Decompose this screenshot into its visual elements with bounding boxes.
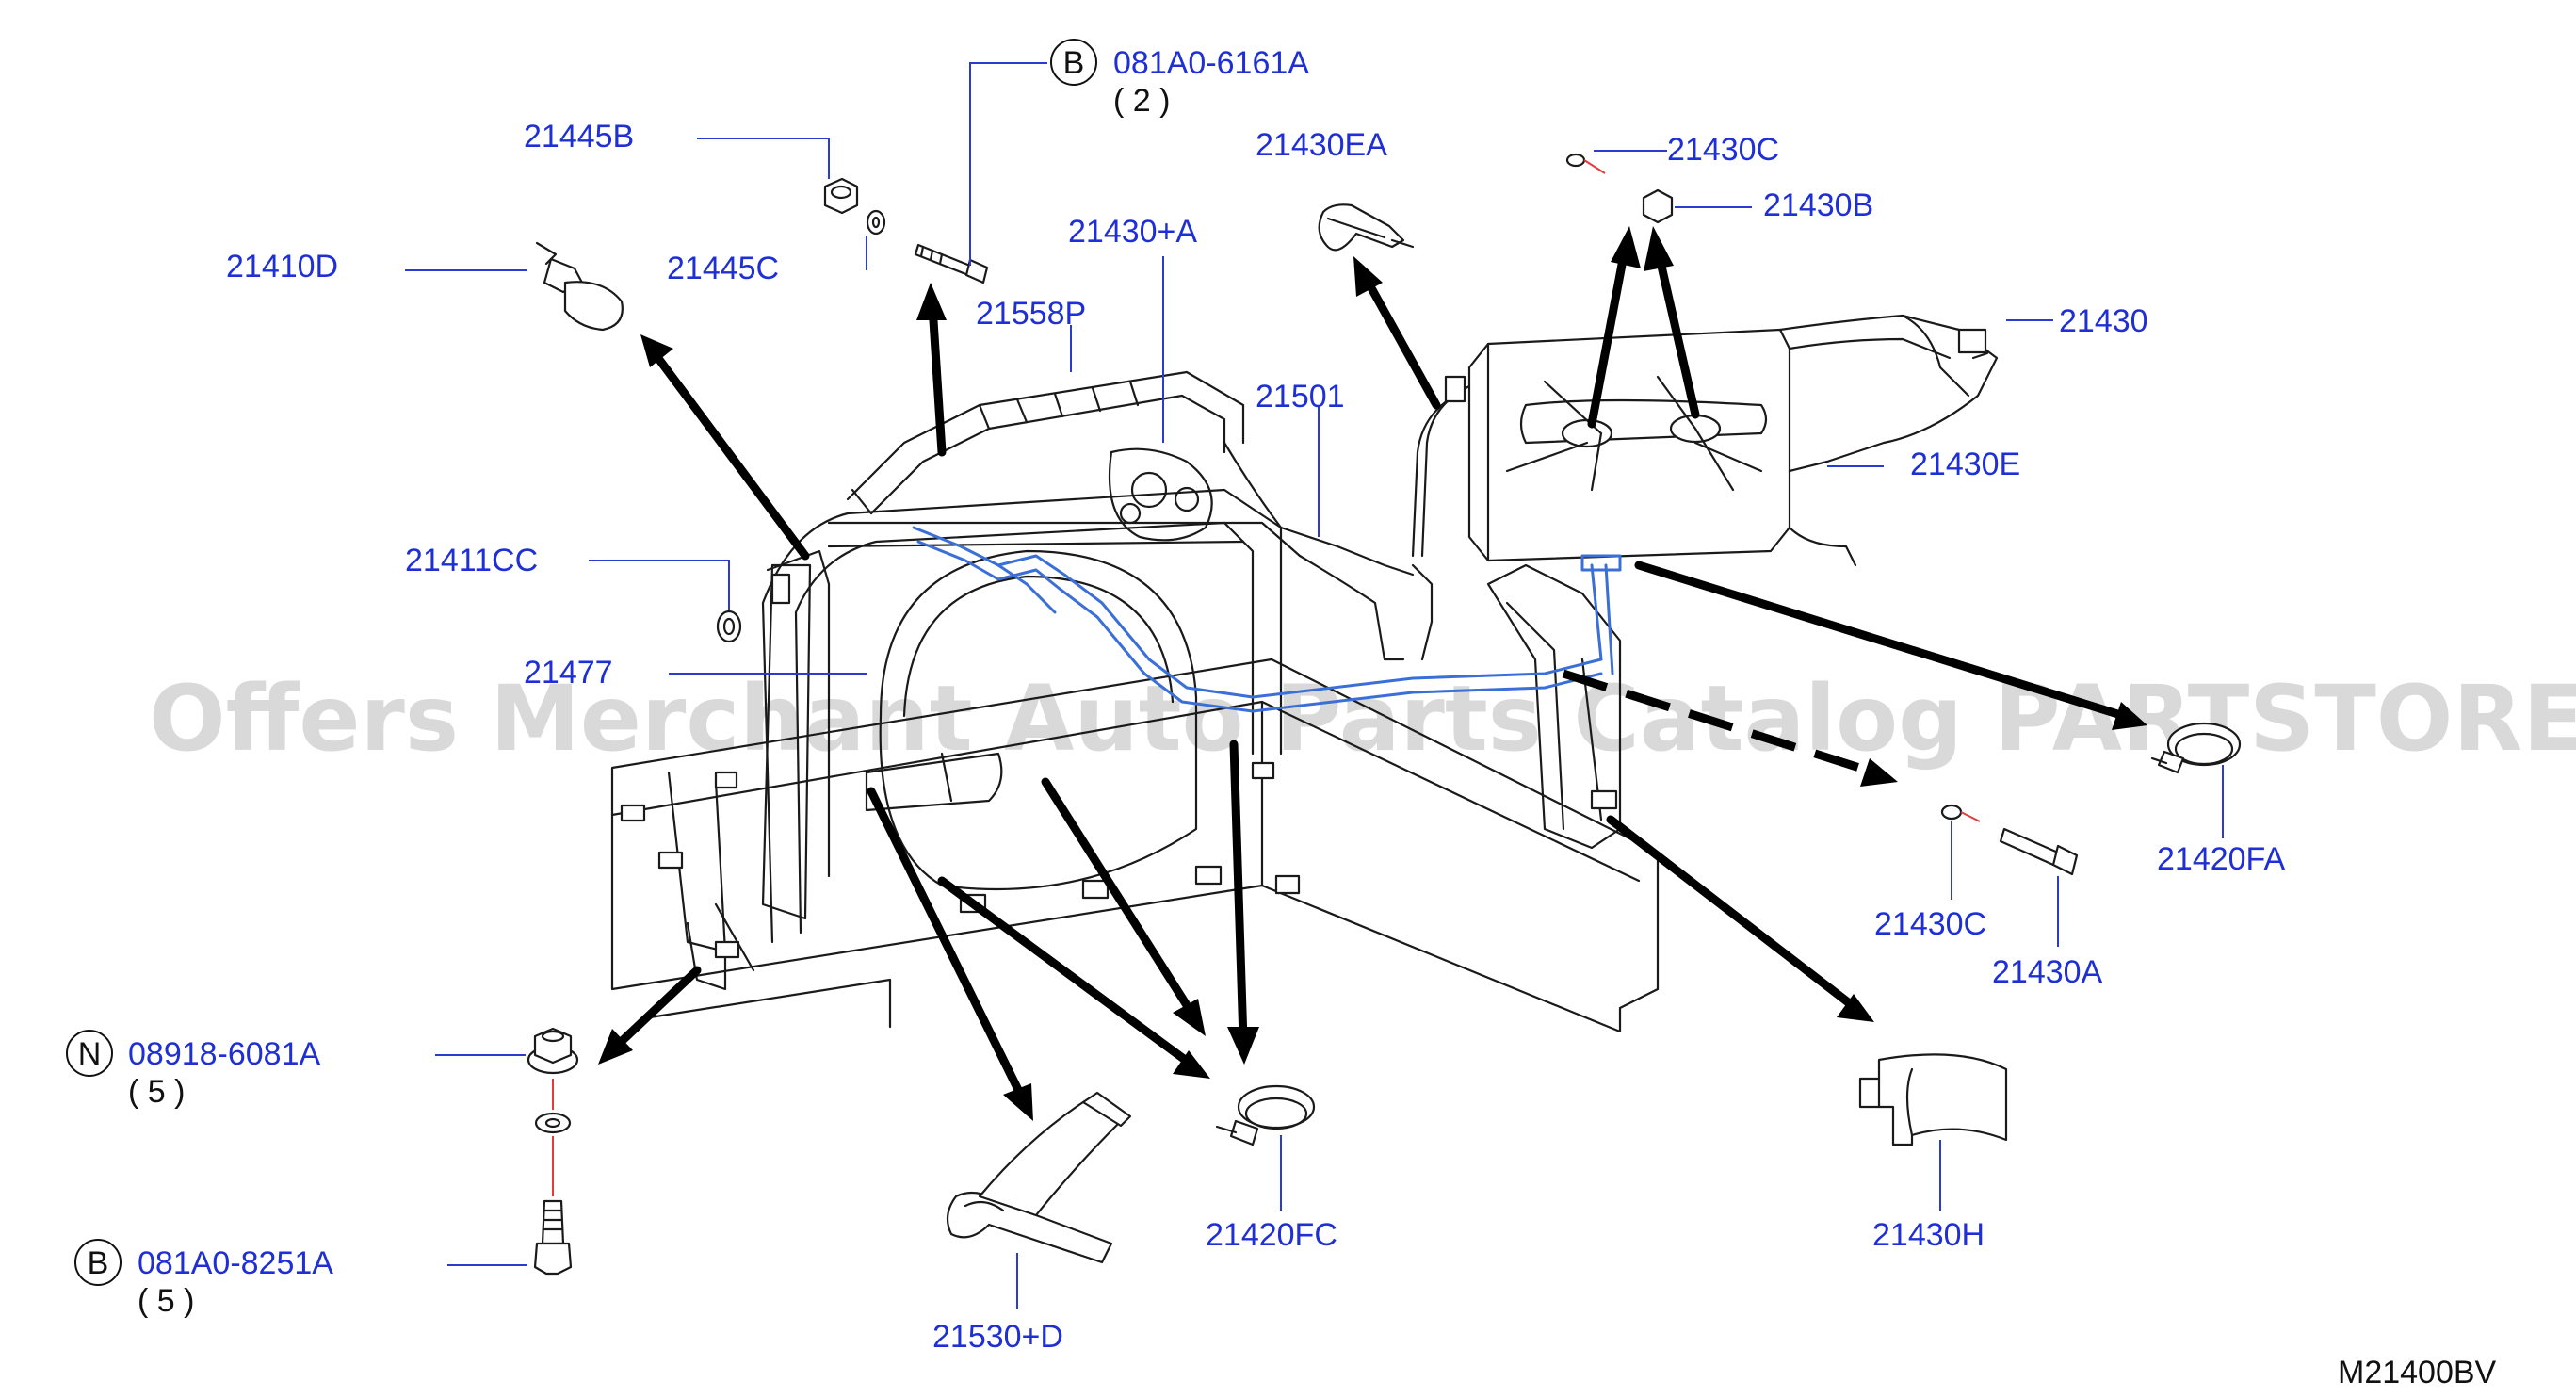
- label-21420fc[interactable]: 21420FC: [1206, 1217, 1337, 1253]
- label-081a0-8251a[interactable]: 081A0-8251A: [138, 1245, 333, 1281]
- callout-081a0-6161a: B 081A0-6161A ( 2 ): [1050, 39, 1309, 119]
- qty-081a0-6161a: ( 2 ): [1113, 83, 1170, 119]
- clip-21410d-drawing: [535, 241, 624, 332]
- badge-n-letter: N: [78, 1036, 102, 1072]
- bolt-081a0-6161a-drawing: [914, 243, 989, 284]
- washer-21430c-bottom-drawing: [1940, 804, 1963, 821]
- callout-081a0-8251a: B 081A0-8251A ( 5 ): [74, 1239, 333, 1319]
- radiator-core-support-drawing: [610, 370, 1660, 1033]
- label-21430c-bottom[interactable]: 21430C: [1874, 906, 1986, 942]
- label-21430c-top[interactable]: 21430C: [1667, 132, 1779, 168]
- callout-08918-6081a: N 08918-6081A ( 5 ): [66, 1030, 321, 1110]
- label-08918-6081a[interactable]: 08918-6081A: [128, 1036, 321, 1072]
- badge-b-top-letter: B: [1063, 45, 1085, 81]
- label-21501[interactable]: 21501: [1256, 379, 1345, 415]
- direction-arrows: [598, 226, 2147, 1121]
- washer-lower-hole: [544, 1117, 561, 1129]
- label-21430[interactable]: 21430: [2059, 303, 2148, 339]
- label-21430h[interactable]: 21430H: [1872, 1217, 1985, 1253]
- label-21430ea[interactable]: 21430EA: [1256, 127, 1387, 163]
- label-21430b[interactable]: 21430B: [1763, 187, 1873, 223]
- badge-b-bottom-letter: B: [88, 1245, 109, 1281]
- clip-band-21430h-drawing: [1858, 1053, 2008, 1146]
- label-21445b[interactable]: 21445B: [524, 119, 634, 154]
- clip-21530pd-drawing: [946, 1091, 1132, 1264]
- label-21430e[interactable]: 21430E: [1910, 447, 2020, 482]
- washer-lower-drawing: [534, 1112, 572, 1134]
- label-21477[interactable]: 21477: [524, 655, 613, 691]
- badge-b-top: [1050, 39, 1097, 86]
- qty-081a0-8251a: ( 5 ): [138, 1283, 194, 1319]
- grommet-21411cc-drawing: [716, 610, 742, 643]
- grommet-21411cc-hole: [722, 617, 736, 636]
- washer-21445c-drawing: [866, 209, 886, 236]
- label-21445c[interactable]: 21445C: [667, 251, 779, 286]
- badge-b-bottom: [74, 1239, 122, 1286]
- washer-21430c-top-drawing: [1565, 153, 1586, 168]
- qty-08918-6081a: ( 5 ): [128, 1074, 185, 1110]
- label-21411cc[interactable]: 21411CC: [405, 543, 538, 578]
- air-duct-box-drawing: [1411, 314, 1999, 567]
- leader-lines: [405, 62, 2224, 1309]
- clamp-21420fa-drawing: [2150, 722, 2242, 774]
- bolt-21430a-drawing: [1999, 827, 2079, 876]
- badge-n: [66, 1030, 113, 1077]
- label-21430a[interactable]: 21430A: [1992, 954, 2103, 990]
- label-081a0-6161a[interactable]: 081A0-6161A: [1113, 45, 1309, 81]
- engine-harness-drawing: [912, 526, 1622, 713]
- label-21410d[interactable]: 21410D: [226, 249, 338, 284]
- label-21530pd[interactable]: 21530+D: [932, 1319, 1063, 1355]
- diagram-code: M21400BV: [2338, 1355, 2497, 1390]
- label-21430pa[interactable]: 21430+A: [1068, 214, 1197, 250]
- clamp-21420fc-drawing: [1215, 1084, 1316, 1146]
- label-21558p[interactable]: 21558P: [976, 296, 1086, 332]
- hex-nut-21445b-drawing: [823, 177, 859, 215]
- cable-tie-21430ea-drawing: [1318, 203, 1415, 252]
- nut-21430b-drawing: [1642, 188, 1674, 224]
- label-21420fa[interactable]: 21420FA: [2157, 841, 2285, 877]
- washer-21445c-hole: [871, 216, 881, 229]
- flange-nut-08918-6081a-drawing: [527, 1027, 579, 1075]
- bolt-081a0-8251a-drawing: [533, 1199, 573, 1276]
